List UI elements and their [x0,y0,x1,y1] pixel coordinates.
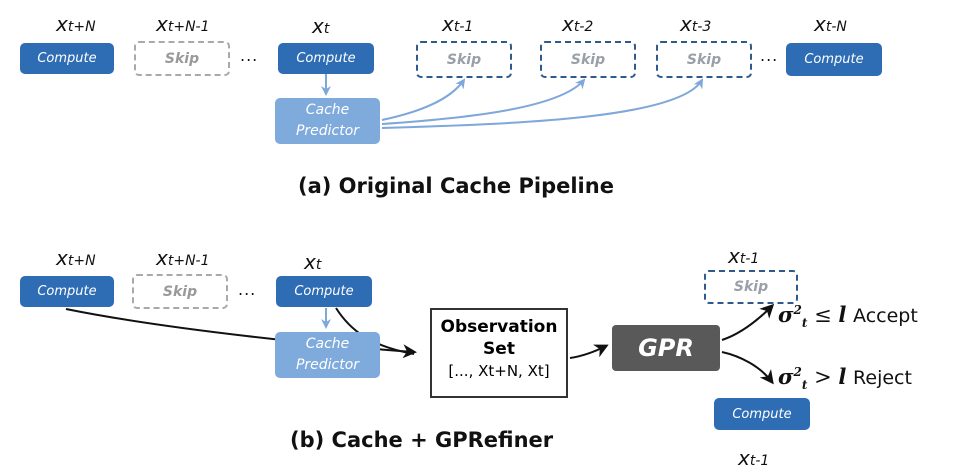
compute-box-t-b: Compute [276,276,372,307]
label-xtn1-a: xt+N-1 [156,12,210,36]
skip-box-tn1-a: Skip [134,41,230,76]
label-xt-1-accept: xt-1 [728,244,760,268]
label-xt-n-a: xt-N [814,12,847,36]
label-xt-1-a: xt-1 [442,12,474,36]
observation-set-box: Observation Set [..., Xt+N, Xt] [430,308,568,398]
compute-box-t-n-a: Compute [786,43,882,76]
skip-box-accept: Skip [704,270,798,304]
skip-box-tn1-b: Skip [132,274,228,309]
label-xtn-b: xt+N [56,246,96,270]
observation-contents: [..., Xt+N, Xt] [448,362,550,380]
label-xt-a: xt [312,14,330,38]
ellipsis-a-1: ... [240,46,259,65]
compute-box-t-a: Compute [278,43,374,74]
arrow-predictor-to-skip-1 [381,78,466,121]
arrow-predictor-to-skip-2 [381,78,586,125]
skip-box-t-1-a: Skip [416,41,512,78]
arrow-gpr-to-reject [721,351,774,385]
arrow-observation-to-gpr [569,344,609,359]
skip-box-t-2-a: Skip [540,41,636,78]
label-xt-2-a: xt-2 [562,12,594,36]
title-original-cache-pipeline: (a) Original Cache Pipeline [298,174,614,198]
compute-box-tn-b: Compute [20,276,114,307]
label-xt-3-a: xt-3 [680,12,712,36]
observation-title: Observation [440,317,558,337]
arrow-predictor-to-skip-3 [381,78,704,129]
skip-box-t-3-a: Skip [656,41,752,78]
title-cache-gprefiner: (b) Cache + GPRefiner [290,428,554,452]
ellipsis-b: ... [238,280,257,299]
reject-condition: σ2t > l Reject [778,364,912,393]
arrow-gpr-to-accept [721,303,775,341]
ellipsis-a-2: ... [760,46,779,65]
compute-box-tn-a: Compute [20,43,114,74]
label-xtn1-b: xt+N-1 [156,246,210,270]
label-xtn-a: xt+N [56,12,96,36]
accept-condition: σ2t ≤ l Accept [778,302,918,331]
label-xt-b: xt [304,250,322,274]
compute-box-reject: Compute [714,398,810,430]
gpr-box: GPR [612,325,720,371]
observation-set-label: Set [483,339,515,359]
label-xt-1-reject: xt-1 [738,446,770,470]
